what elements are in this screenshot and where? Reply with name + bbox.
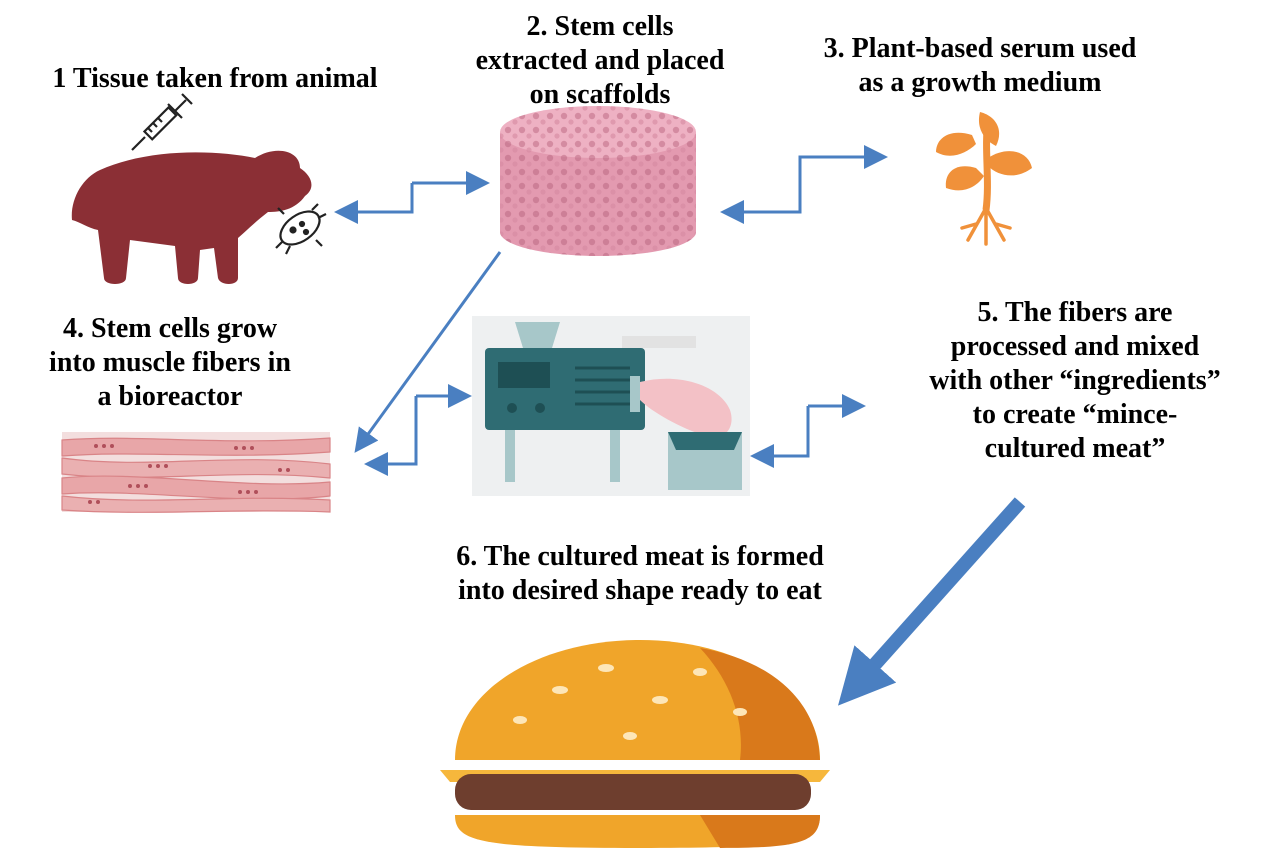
meat-grinder-machine-image — [472, 316, 750, 496]
step-3-label: 3. Plant-based serum used as a growth me… — [823, 33, 1137, 98]
syringe-icon — [131, 93, 193, 151]
step-4-label: 4. Stem cells grow into muscle fibers in… — [49, 313, 291, 412]
step-5-label: 5. The fibers are processed and mixed wi… — [929, 297, 1221, 464]
arrow-scaffold-to-plant — [798, 145, 888, 185]
burger-image — [440, 640, 830, 848]
muscle-fibers-image — [61, 432, 331, 513]
plant-seedling-icon — [936, 112, 1032, 246]
arrow-machine-to-fibers — [364, 396, 418, 476]
arrow-step5-to-burger — [838, 497, 1026, 706]
step-2-label: 2. Stem cells extracted and placed on sc… — [475, 11, 725, 110]
bear-icon — [71, 150, 312, 284]
arrow-scaffold-to-animal — [334, 183, 414, 224]
arrow-step5-to-machine — [750, 406, 810, 468]
scaffold-cylinder-image — [500, 106, 696, 256]
step-6-label: 6. The cultured meat is formed into desi… — [456, 541, 824, 606]
arrow-plant-to-scaffold — [720, 185, 802, 224]
arrow-scaffold-to-fibers — [354, 251, 502, 453]
bacteria-icon — [275, 203, 327, 255]
step-1-label: 1 Tissue taken from animal — [52, 63, 378, 94]
